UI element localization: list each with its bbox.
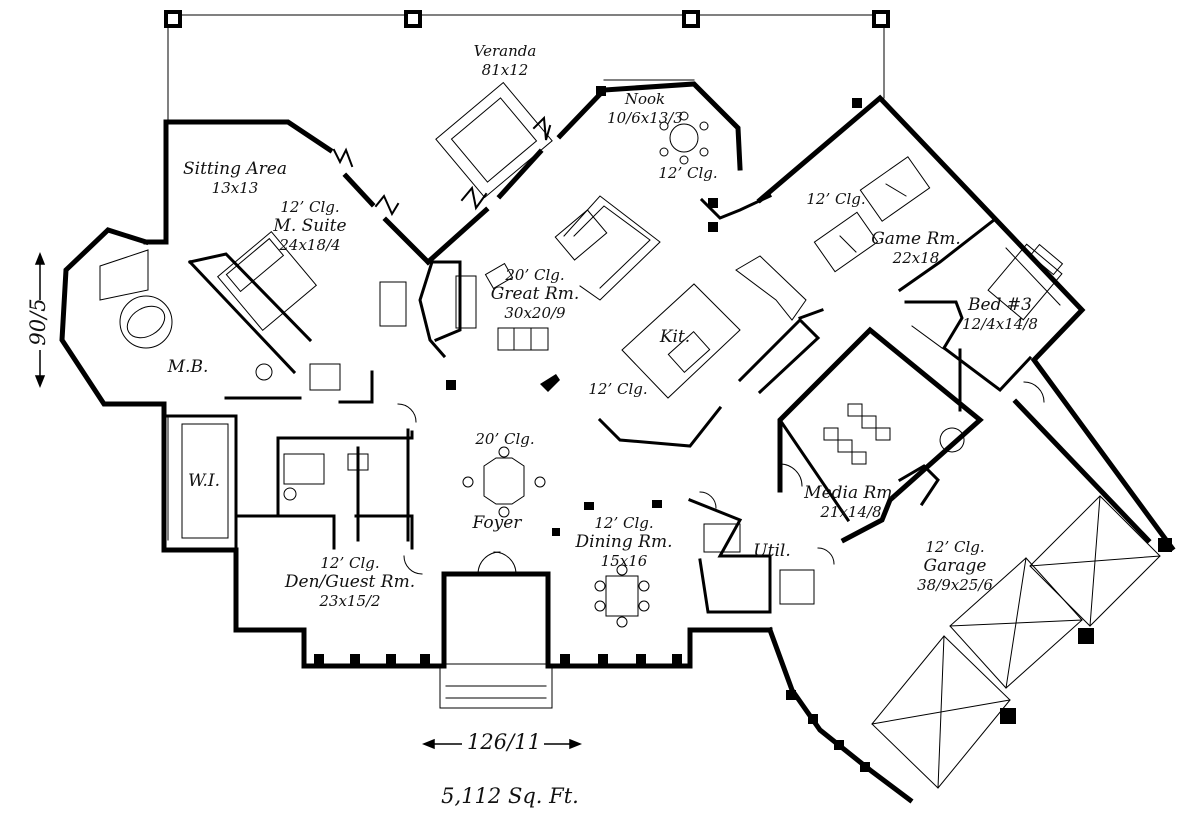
nook-ceiling: 12’ Clg. [658, 164, 718, 182]
dimension-arrows [34, 251, 583, 750]
bed3-size: 12/4x14/8 [962, 315, 1038, 333]
interior-walls [166, 194, 1033, 614]
master-suite-name: M. Suite [273, 216, 347, 236]
den-label: 12’ Clg. Den/Guest Rm. 23x15/2 [280, 554, 420, 611]
garage-size: 38/9x25/6 [917, 576, 993, 594]
sitting-area-size: 13x13 [211, 179, 259, 197]
dining-room-label: 12’ Clg. Dining Rm. 15x16 [564, 514, 684, 571]
dining-room-ceiling: 12’ Clg. [594, 514, 654, 532]
garage-ceiling: 12’ Clg. [925, 538, 985, 556]
master-suite-ceiling: 12’ Clg. [280, 198, 340, 216]
nook-name: Nook [624, 90, 666, 108]
column-piers [314, 86, 1172, 772]
master-suite-label: 12’ Clg. M. Suite 24x18/4 [260, 198, 360, 255]
overall-width-dimension: 126/11 [467, 730, 541, 754]
foyer-ceiling: 20’ Clg. [475, 430, 535, 448]
great-room-name: Great Rm. [490, 284, 580, 304]
total-square-footage: 5,112 Sq. Ft. [441, 784, 579, 808]
great-room-label: 20’ Clg. Great Rm. 30x20/9 [480, 266, 590, 323]
sitting-area-name: Sitting Area [182, 159, 288, 179]
foyer-ceiling-label: 20’ Clg. [460, 430, 550, 449]
great-room-ceiling: 20’ Clg. [505, 266, 565, 284]
walk-in-label: W.I. [187, 471, 221, 491]
dining-room-name: Dining Rm. [575, 532, 673, 552]
garage-name: Garage [923, 556, 987, 576]
den-ceiling: 12’ Clg. [320, 554, 380, 572]
great-room-size: 30x20/9 [504, 304, 566, 322]
master-bath-label: M.B. [167, 357, 209, 377]
media-room-name: Media Rm. [804, 483, 898, 503]
master-suite-size: 24x18/4 [279, 236, 341, 254]
nook-size: 10/6x13/3 [607, 109, 683, 127]
nook-label: Nook 10/6x13/3 [600, 90, 690, 128]
media-room-size: 21x14/8 [820, 503, 882, 521]
kitchen-ceiling: 12’ Clg. [588, 380, 648, 398]
game-room-name: Game Rm. [871, 229, 961, 249]
media-room-label: Media Rm. 21x14/8 [796, 484, 906, 522]
utility-label: Util. [753, 541, 791, 561]
bed3-label: Bed #3 12/4x14/8 [950, 296, 1050, 334]
veranda-size: 81x12 [481, 61, 529, 79]
sitting-area-label: Sitting Area 13x13 [170, 160, 300, 198]
veranda-name: Veranda [473, 42, 537, 60]
windows-and-fixtures [99, 79, 1161, 789]
game-room-ceiling: 12’ Clg. [806, 190, 866, 208]
overall-depth-dimension: 90/5 [26, 298, 50, 346]
bed3-name: Bed #3 [968, 295, 1032, 315]
foyer-label: Foyer [472, 513, 522, 533]
veranda-posts [167, 14, 885, 121]
den-name: Den/Guest Rm. [284, 572, 416, 592]
den-size: 23x15/2 [319, 592, 381, 610]
dining-room-size: 15x16 [600, 552, 648, 570]
kitchen-label: Kit. [659, 327, 691, 347]
game-room-size: 22x18 [892, 249, 940, 267]
veranda-label: Veranda 81x12 [455, 42, 555, 80]
game-room-label: Game Rm. 22x18 [866, 230, 966, 268]
garage-label: 12’ Clg. Garage 38/9x25/6 [900, 538, 1010, 595]
